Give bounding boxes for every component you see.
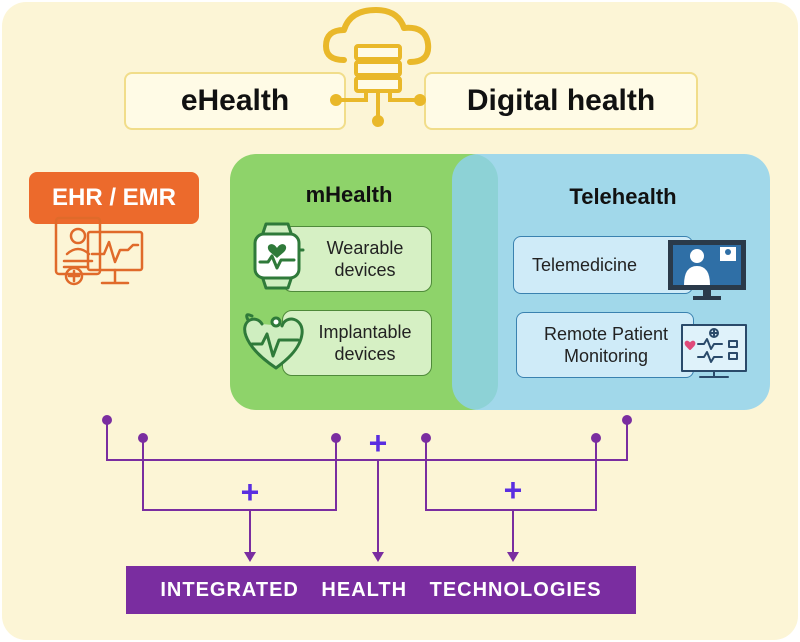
telehealth-title: Telehealth	[569, 184, 677, 209]
remote-patient-monitoring-card: Remote Patient Monitoring	[516, 312, 694, 378]
integrated-health-technologies-banner: INTEGRATED HEALTH TECHNOLOGIES	[126, 566, 636, 614]
doctor-monitor-icon	[668, 240, 746, 300]
plus-sign-left: +	[240, 473, 260, 510]
plus-sign-right: +	[503, 471, 523, 508]
digital-health-label: Digital health	[424, 72, 698, 130]
smartwatch-icon	[253, 222, 305, 290]
ehealth-label: eHealth	[124, 72, 346, 130]
plus-sign-center: +	[368, 424, 388, 461]
mhealth-title: mHealth	[305, 182, 393, 207]
implantable-devices-card: Implantable devices	[282, 310, 432, 376]
patient-monitoring-icon	[681, 324, 747, 378]
implantable-heart-icon	[243, 313, 304, 370]
telemedicine-card: Telemedicine	[513, 236, 693, 294]
ehr-emr-label: EHR / EMR	[29, 172, 199, 224]
wearable-devices-card: Wearable devices	[282, 226, 432, 292]
